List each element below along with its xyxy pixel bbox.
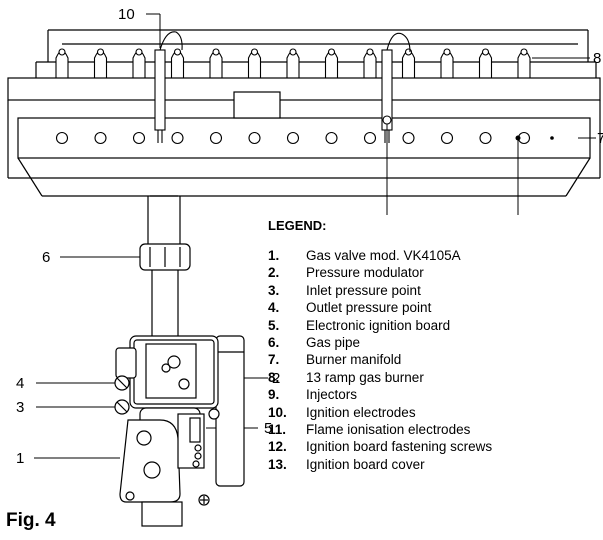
gas-valve-assembly: [114, 335, 245, 527]
legend-list: 1. Gas valve mod. VK4105A 2. Pressure modu…: [268, 247, 598, 473]
legend: LEGEND: 1. Gas valve mod. VK4105A 2. Press…: [268, 217, 598, 473]
legend-item-text: Electronic ignition board: [306, 317, 451, 333]
legend-item-number: 7.: [268, 352, 280, 368]
injector: [55, 131, 69, 145]
legend-item-number: 6.: [268, 334, 280, 350]
injector: [402, 131, 415, 145]
legend-item-number: 12.: [268, 439, 287, 455]
burner-manifold: [7, 77, 601, 197]
injector: [440, 131, 454, 145]
legend-item-text: Outlet pressure point: [306, 300, 432, 316]
legend-item-text: Gas pipe: [306, 334, 361, 350]
legend-item-number: 1.: [268, 248, 280, 263]
legend-item-text: Burner manifold: [306, 352, 402, 368]
legend-title: LEGEND:: [268, 218, 327, 233]
gas-pipe: [139, 195, 191, 336]
legend-item: 13. Ignition board cover: [268, 456, 598, 473]
legend-item: 9. Injectors: [268, 386, 598, 403]
legend-item-text: 13 ramp gas burner: [306, 369, 424, 385]
legend-item: 1. Gas valve mod. VK4105A: [268, 247, 598, 264]
legend-item-number: 10.: [268, 404, 287, 420]
callout-4: 4: [16, 375, 24, 392]
legend-item-text: Inlet pressure point: [306, 282, 421, 298]
callout-2: 2: [272, 370, 280, 387]
legend-item: 4. Outlet pressure point: [268, 299, 598, 316]
legend-item-text: Injectors: [306, 387, 358, 403]
legend-item-text: Ignition electrodes: [306, 404, 416, 420]
legend-item-number: 9.: [268, 387, 280, 403]
injector: [248, 131, 261, 145]
legend-item: 6. Gas pipe: [268, 334, 598, 351]
callout-8: 8: [593, 50, 601, 67]
injector: [479, 131, 492, 145]
legend-item: 12. Ignition board fastening screws: [268, 438, 598, 455]
legend-item: 5. Electronic ignition board: [268, 317, 598, 334]
burner-ramp: [247, 48, 262, 97]
burner-ramp: [517, 48, 531, 97]
leader-lines: [34, 13, 596, 459]
legend-item-number: 8.: [268, 369, 280, 385]
legend-item-number: 3.: [268, 282, 280, 298]
injector: [209, 131, 223, 145]
legend-item-text: Ignition board cover: [306, 456, 425, 472]
burner-ramps: [35, 29, 597, 78]
callout-7: 7: [597, 130, 603, 147]
injector: [286, 131, 300, 145]
injector: [94, 131, 107, 145]
legend-item-number: 11.: [268, 421, 287, 437]
injector: [132, 131, 146, 145]
legend-item: 7. Burner manifold: [268, 351, 598, 368]
figure-title: Fig. 4: [6, 510, 56, 531]
callout-5: 5: [264, 420, 272, 437]
legend-item: 10. Ignition electrodes: [268, 404, 598, 421]
callout-1: 1: [16, 450, 24, 467]
legend-item: 8. 13 ramp gas burner: [268, 369, 598, 386]
legend-item-text: Gas valve mod. VK4105A: [306, 248, 461, 263]
legend-item: 2. Pressure modulator: [268, 264, 598, 281]
legend-item-text: Flame ionisation electrodes: [306, 421, 471, 437]
legend-item-text: Pressure modulator: [306, 265, 424, 281]
legend-item-number: 2.: [268, 265, 280, 281]
injector: [325, 131, 338, 145]
callout-3: 3: [16, 399, 24, 416]
legend-item-text: Ignition board fastening screws: [306, 439, 493, 455]
legend-item: 11. Flame ionisation electrodes: [268, 421, 598, 438]
manifold-point: [550, 136, 554, 140]
legend-item-number: 13.: [268, 456, 287, 472]
ignition-electrodes: [154, 31, 183, 143]
callout-6: 6: [42, 249, 50, 266]
injector: [363, 131, 377, 145]
legend-item: 3. Inlet pressure point: [268, 282, 598, 299]
legend-item-number: 5.: [268, 317, 280, 333]
callout-10: 10: [118, 6, 135, 23]
legend-item-number: 4.: [268, 300, 280, 316]
injector: [171, 131, 184, 145]
injectors-row: [55, 131, 531, 145]
